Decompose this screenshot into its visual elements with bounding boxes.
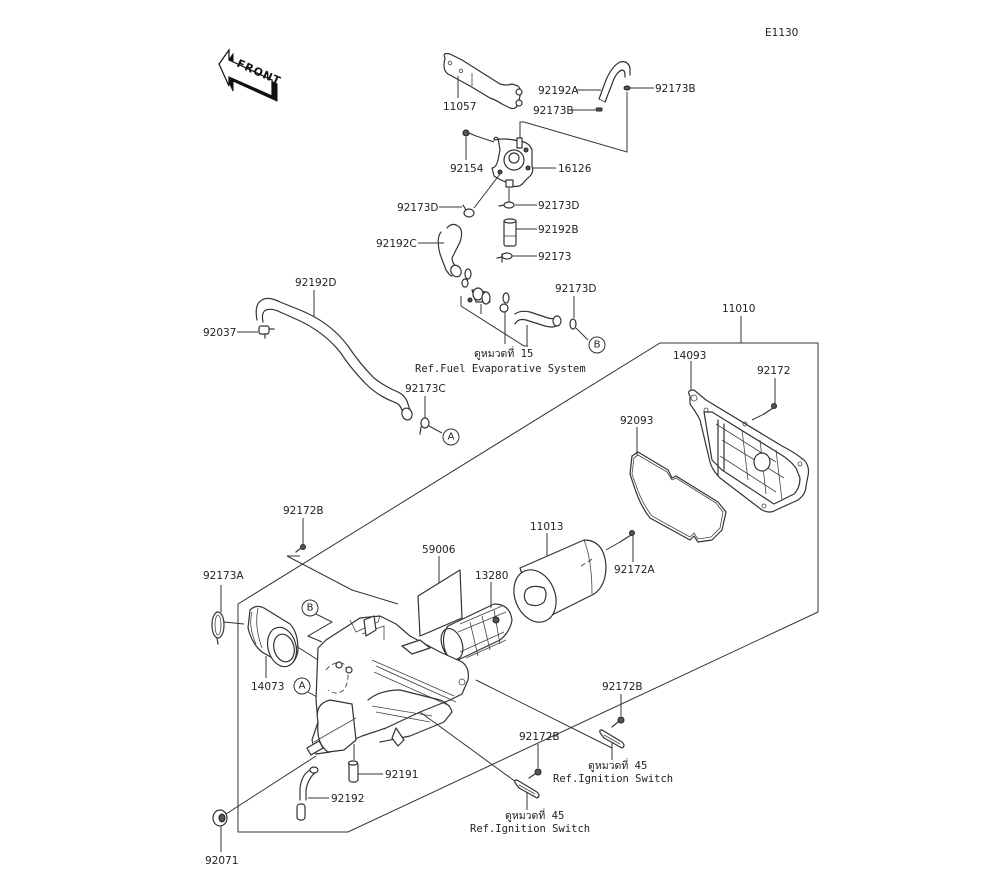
part-label-16126: 16126 [558, 163, 592, 175]
part-label-92172b-right: 92172B [602, 681, 643, 693]
clip-92173b-right [623, 85, 631, 91]
svg-text:A: A [448, 432, 455, 443]
svg-text:B: B [594, 340, 601, 351]
clip-92037 [258, 325, 275, 339]
screw-92172b-top [295, 544, 306, 553]
part-label-11057: 11057 [443, 101, 476, 113]
inlet-duct-14073 [247, 605, 299, 668]
part-label-92192c: 92192C [376, 238, 417, 250]
clamp-92173d-right [569, 318, 577, 330]
part-label-92154: 92154 [450, 163, 484, 175]
air-cleaner-housing [306, 615, 469, 756]
front-arrow-icon: FRONT [218, 48, 283, 102]
part-label-59006: 59006 [422, 544, 456, 556]
vent-hose [514, 310, 562, 328]
clip-92173b-left [595, 107, 603, 112]
part-label-92192: 92192 [331, 793, 364, 805]
marker-a-bottom: A [293, 677, 311, 695]
screw-92172b-lower [528, 768, 542, 779]
ref-ignition-thai-lower: ดูหมวดที่ 45 [505, 808, 564, 822]
diagram-code: E1130 [765, 27, 798, 39]
part-label-92173a: 92173A [203, 570, 244, 582]
part-label-92173b-left: 92173B [533, 105, 574, 117]
ref-ignition-switch-right[interactable]: Ref.Ignition Switch [553, 773, 673, 785]
part-label-13280: 13280 [475, 570, 508, 582]
cover-14093 [688, 389, 810, 513]
clamp-92173 [496, 252, 513, 263]
part-label-92192a: 92192A [538, 85, 579, 97]
screw-92172 [763, 403, 777, 415]
filter-element-11013 [513, 539, 607, 623]
element-cage-13280 [440, 603, 513, 661]
clamp-92173d-left [462, 204, 475, 218]
valve-16126 [491, 136, 534, 188]
part-label-92173d-right: 92173D [555, 283, 597, 295]
hose-92192c [437, 223, 463, 278]
bolt-92154 [462, 129, 477, 137]
part-label-92172b-lower: 92172B [519, 731, 560, 743]
marker-b-top: B [588, 336, 606, 354]
marker-a-top: A [442, 428, 460, 446]
marker-b-bottom: B [301, 599, 319, 617]
ignition-bracket-lower [514, 779, 540, 799]
part-label-11010: 11010 [722, 303, 755, 315]
part-label-14093: 14093 [673, 350, 706, 362]
ref-ignition-switch-lower[interactable]: Ref.Ignition Switch [470, 823, 590, 835]
ref-fuel-evap-system[interactable]: Ref.Fuel Evaporative System [415, 363, 586, 375]
svg-text:A: A [299, 681, 306, 692]
part-label-92192d: 92192D [295, 277, 337, 289]
part-label-14073: 14073 [251, 681, 284, 693]
part-label-92173: 92173 [538, 251, 571, 263]
clamp-92173d-center [498, 201, 515, 209]
part-label-92192b: 92192B [538, 224, 579, 236]
screw-92172a [619, 530, 635, 543]
part-label-11013: 11013 [530, 521, 563, 533]
clamp-92173c [419, 417, 430, 435]
part-label-92037: 92037 [203, 327, 236, 339]
ref-ignition-thai-right: ดูหมวดที่ 45 [588, 758, 647, 772]
sheet-59006 [417, 569, 463, 637]
drain-plug-92191 [347, 760, 359, 783]
part-label-92173d-center: 92173D [538, 200, 580, 212]
hose-92192a [598, 61, 631, 103]
bracket-11057 [443, 52, 523, 110]
drain-tube-92192 [296, 766, 319, 821]
hose-92192d [255, 297, 413, 421]
part-label-92173b-right: 92173B [655, 83, 696, 95]
tube-92192b [503, 218, 517, 247]
part-label-92172: 92172 [757, 365, 790, 377]
hose-joint-assembly [461, 268, 510, 313]
screw-92172b-right [611, 716, 625, 728]
part-label-92093: 92093 [620, 415, 653, 427]
clamp-92173a [211, 611, 225, 645]
ignition-bracket-right [599, 729, 625, 749]
assembly-frame-11010 [237, 342, 819, 833]
svg-text:B: B [307, 603, 314, 614]
grommet-92071 [212, 809, 228, 827]
part-label-92173c: 92173C [405, 383, 446, 395]
part-label-92191: 92191 [385, 769, 418, 781]
ref-fuel-evap-thai: ดูหมวดที่ 15 [474, 346, 533, 360]
part-label-92071: 92071 [205, 855, 238, 867]
part-label-92172a: 92172A [614, 564, 655, 576]
part-label-92173d-left: 92173D [397, 202, 439, 214]
gasket-92093 [629, 451, 727, 543]
part-label-92172b-top: 92172B [283, 505, 324, 517]
